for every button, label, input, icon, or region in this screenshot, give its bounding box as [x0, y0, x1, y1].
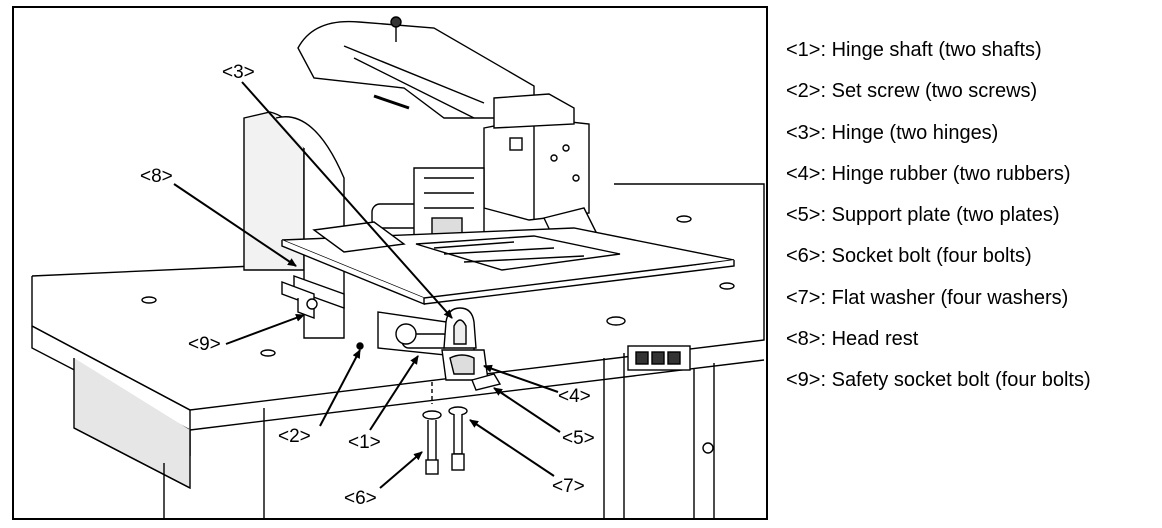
legend-item: <6>: Socket bolt (four bolts): [786, 236, 1158, 277]
callout-8: <8>: [140, 166, 173, 187]
legend-text: : Hinge shaft (two shafts): [820, 39, 1042, 61]
callout-labels: <3> <8> <9> <2> <1> <4> <5> <7> <6>: [140, 62, 595, 509]
legend-item: <5>: Support plate (two plates): [786, 195, 1158, 236]
callout-2: <2>: [278, 426, 311, 447]
leader-lines: [173, 81, 561, 489]
legend-code: <3>: [786, 121, 821, 144]
leader-5: [493, 387, 561, 433]
legend-text: : Flat washer (four washers): [820, 286, 1069, 309]
legend-text: : Hinge (two hinges): [820, 121, 999, 144]
legend-text: : Socket bolt (four bolts): [820, 245, 1032, 268]
callout-3: <3>: [222, 62, 255, 83]
leader-4: [483, 364, 559, 393]
legend-text: : Hinge rubber (two rubbers): [820, 162, 1071, 185]
callout-5: <5>: [562, 428, 595, 449]
base-plate: [281, 221, 735, 309]
leader-6: [379, 451, 423, 489]
legend-text: : Safety socket bolt (four bolts): [820, 369, 1091, 392]
legend-item: <7>: Flat washer (four washers): [786, 278, 1158, 319]
legend-code: <6>: [786, 245, 821, 268]
legend-code: <5>: [786, 204, 821, 227]
legend-code: <9>: [786, 369, 821, 392]
leader-7: [469, 419, 555, 477]
legend-code: <4>: [786, 162, 821, 185]
legend-item: <3>: Hinge (two hinges): [786, 113, 1158, 154]
legend-text: : Head rest: [820, 328, 919, 351]
table: [31, 183, 765, 518]
leader-3: [241, 81, 453, 319]
leader-1: [369, 355, 419, 431]
callout-4: <4>: [558, 386, 591, 407]
legend-text: : Set screw (two screws): [820, 80, 1038, 103]
legend-item: <1>: Hinge shaft (two shafts): [786, 30, 1158, 71]
legend-code: <8>: [786, 328, 821, 351]
leader-2: [319, 349, 361, 427]
legend-code: <2>: [786, 80, 821, 103]
legend-text: : Support plate (two plates): [820, 204, 1060, 227]
legend-item: <8>: Head rest: [786, 319, 1158, 360]
machine-diagram: <3> <8> <9> <2> <1> <4> <5> <7> <6>: [12, 6, 768, 520]
sewing-machine-head: [243, 16, 605, 339]
legend-code: <7>: [786, 286, 821, 309]
legend-code: <1>: [786, 39, 821, 61]
leader-8: [173, 183, 297, 267]
leader-9: [225, 314, 305, 345]
callout-7: <7>: [552, 476, 585, 497]
legend-item: <4>: Hinge rubber (two rubbers): [786, 154, 1158, 195]
callout-1: <1>: [348, 432, 381, 453]
legend-item: <2>: Set screw (two screws): [786, 71, 1158, 112]
callout-9: <9>: [188, 334, 221, 355]
parts-legend: <1>: Hinge shaft (two shafts) <2>: Set s…: [786, 30, 1158, 402]
legend-item: <9>: Safety socket bolt (four bolts): [786, 360, 1158, 401]
hinge-assembly: [281, 280, 502, 475]
callout-6: <6>: [344, 488, 377, 509]
